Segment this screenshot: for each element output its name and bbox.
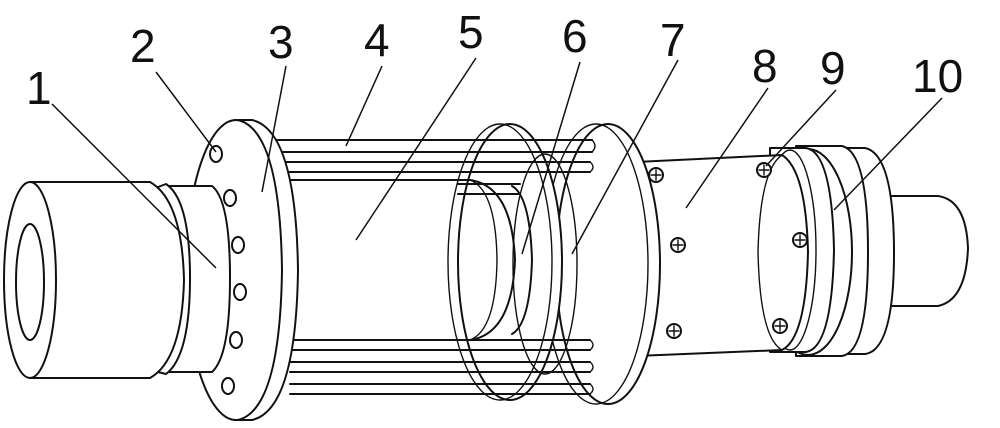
part-label-8: 8	[752, 40, 778, 92]
screw-icon	[772, 318, 788, 334]
part-label-5: 5	[458, 6, 484, 58]
part-label-9: 9	[820, 42, 846, 94]
screw-icon	[666, 323, 682, 339]
screw-icon	[648, 167, 664, 183]
part-label-4: 4	[364, 14, 390, 66]
screw-icon	[792, 232, 808, 248]
leader-lines	[51, 57, 943, 269]
hole-icon	[223, 189, 237, 207]
input-sleeve-part-1	[3, 181, 231, 379]
part-number-labels: 1 2 3 4 5 6 7 8 9 10	[26, 6, 963, 114]
ring-part-6	[511, 185, 533, 335]
hole-icon	[229, 331, 243, 349]
screws-part-9	[648, 162, 808, 339]
part-label-7: 7	[660, 14, 686, 66]
part-label-6: 6	[562, 10, 588, 62]
part-label-2: 2	[130, 20, 156, 72]
part-label-1: 1	[26, 62, 52, 114]
housing-part-8	[635, 154, 809, 357]
output-shaft	[879, 195, 969, 307]
hole-icon	[231, 236, 245, 254]
screw-icon	[756, 162, 772, 178]
part-label-10: 10	[912, 50, 963, 102]
hole-icon	[209, 145, 223, 163]
hole-icon	[221, 377, 235, 395]
inner-cylinder-part-5	[279, 179, 516, 341]
screw-icon	[670, 237, 686, 253]
bolt-holes-part-2	[209, 145, 247, 395]
part-label-3: 3	[268, 16, 294, 68]
hole-icon	[233, 283, 247, 301]
